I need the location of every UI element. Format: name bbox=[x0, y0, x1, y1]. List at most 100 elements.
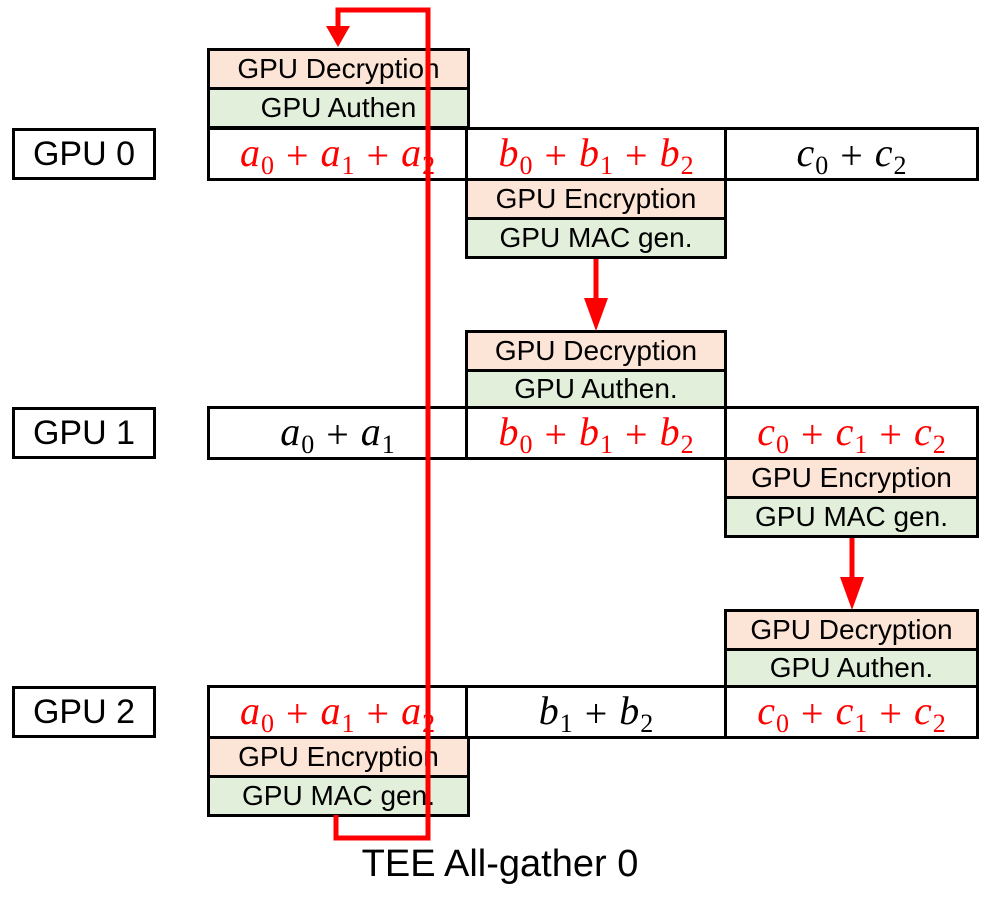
term-subscript: 0 bbox=[260, 709, 274, 738]
term-variable: b bbox=[538, 688, 559, 733]
gpu-1-label: GPU 1 bbox=[12, 407, 156, 459]
term-variable: a bbox=[401, 130, 422, 175]
term-subscript: 0 bbox=[260, 151, 274, 180]
term-subscript: 2 bbox=[680, 430, 694, 459]
plus-operator: + bbox=[326, 411, 349, 457]
gpu-1-encryption-label: GPU Encryption bbox=[751, 462, 952, 493]
gpu-1-mac-gen-label: GPU MAC gen. bbox=[755, 501, 948, 532]
term-variable: b bbox=[619, 688, 640, 733]
gpu-2-chunk-b: b1+b2 bbox=[465, 685, 727, 739]
plus-operator: + bbox=[285, 690, 309, 736]
term-subscript: 0 bbox=[815, 151, 829, 180]
plus-operator: + bbox=[801, 690, 824, 736]
chunk-term: b1 bbox=[579, 129, 613, 181]
term-subscript: 1 bbox=[600, 151, 613, 180]
gpu-1-mac-gen: GPU MAC gen. bbox=[724, 496, 979, 538]
gpu-1-authen: GPU Authen. bbox=[465, 369, 727, 409]
plus-operator: + bbox=[625, 132, 648, 178]
gpu-2-label: GPU 2 bbox=[12, 686, 156, 738]
term-variable: c bbox=[835, 409, 854, 454]
gpu-2-encryption-label: GPU Encryption bbox=[238, 741, 439, 772]
gpu-1-decryption-label: GPU Decryption bbox=[494, 335, 698, 366]
chunk-term: a0 bbox=[240, 129, 274, 181]
chunk-term: c1 bbox=[836, 408, 868, 460]
term-variable: c bbox=[796, 130, 815, 175]
chunk-term: c1 bbox=[836, 687, 868, 739]
term-subscript: 1 bbox=[559, 709, 573, 738]
chunk-term: a2 bbox=[401, 687, 435, 739]
term-variable: b bbox=[659, 409, 680, 454]
term-variable: a bbox=[239, 130, 260, 175]
term-subscript: 0 bbox=[776, 709, 790, 738]
term-subscript: 2 bbox=[893, 151, 907, 180]
gpu-1-label-text: GPU 1 bbox=[32, 413, 136, 452]
gpu-2-authen-label: GPU Authen. bbox=[769, 652, 934, 683]
gpu-1-chunk-a: a 0 + a1 bbox=[207, 406, 468, 460]
chunk-term: c0 bbox=[757, 408, 789, 460]
gpu-0-encryption-label: GPU Encryption bbox=[495, 183, 697, 214]
term-variable: a bbox=[239, 688, 260, 733]
plus-operator: + bbox=[544, 132, 567, 178]
gpu-0-authen: GPU Authen bbox=[207, 87, 470, 129]
term-subscript: 1 bbox=[341, 151, 355, 180]
chunk-term: a1 bbox=[321, 129, 355, 181]
gpu-2-encryption: GPU Encryption bbox=[207, 736, 470, 778]
chunk-term: b0 bbox=[498, 408, 532, 460]
plus-operator: + bbox=[285, 132, 309, 178]
wraparound-arrowhead bbox=[326, 26, 350, 47]
chunk-term: c0 bbox=[796, 129, 828, 181]
term-subscript: 2 bbox=[932, 430, 946, 459]
term-variable: c bbox=[835, 688, 854, 733]
gpu-2-chunk-c: c0+c1+c2 bbox=[724, 685, 979, 739]
term-variable: a bbox=[320, 688, 341, 733]
term-subscript: 2 bbox=[680, 151, 694, 180]
gpu-1-encryption: GPU Encryption bbox=[724, 457, 979, 499]
chunk-term: b1 bbox=[539, 687, 573, 739]
plus-operator: + bbox=[366, 690, 390, 736]
term-variable: b bbox=[498, 409, 519, 454]
plus-operator: + bbox=[625, 411, 648, 457]
term-subscript: 1 bbox=[600, 430, 613, 459]
chunk-term: c0 bbox=[757, 687, 789, 739]
term-subscript: 0 bbox=[519, 151, 533, 180]
gpu-2-authen: GPU Authen. bbox=[724, 648, 979, 688]
term-subscript: 2 bbox=[422, 151, 436, 180]
gpu-0-chunk-a: a0+a1+a2 bbox=[207, 127, 468, 181]
gpu-0-decryption-label: GPU Decryption bbox=[237, 53, 440, 84]
gpu-0-mac-gen: GPU MAC gen. bbox=[465, 217, 727, 259]
chunk-term: b2 bbox=[660, 129, 694, 181]
chunk-term: c2 bbox=[914, 408, 946, 460]
gpu-0-decryption: GPU Decryption bbox=[207, 48, 470, 90]
term-variable: b bbox=[659, 130, 680, 175]
term-subscript: 1 bbox=[854, 709, 868, 738]
chunk-term: b2 bbox=[660, 408, 694, 460]
chunk-term: b1 bbox=[579, 408, 613, 460]
diagram-caption: TEE All-gather 0 bbox=[361, 843, 639, 885]
term-variable: a bbox=[360, 409, 381, 454]
chunk-term: a1 bbox=[361, 408, 395, 460]
gpu-0-encryption: GPU Encryption bbox=[465, 178, 727, 220]
gpu-1-authen-label: GPU Authen. bbox=[514, 373, 678, 404]
chunk-term: b0 bbox=[498, 129, 532, 181]
plus-operator: + bbox=[544, 411, 567, 457]
gpu-2-decryption: GPU Decryption bbox=[724, 609, 979, 651]
term-variable: c bbox=[757, 409, 776, 454]
term-subscript: 1 bbox=[341, 709, 355, 738]
chunk-term: b2 bbox=[619, 687, 653, 739]
plus-operator: + bbox=[366, 132, 390, 178]
term-subscript: 0 bbox=[301, 430, 315, 459]
term-subscript: 2 bbox=[640, 709, 654, 738]
term-subscript: 1 bbox=[381, 430, 395, 459]
plus-operator: + bbox=[879, 690, 902, 736]
term-subscript: 0 bbox=[519, 430, 533, 459]
chunk-term: c2 bbox=[875, 129, 907, 181]
gpu-2-label-text: GPU 2 bbox=[32, 692, 136, 731]
gpu1-to-gpu2-arrowhead bbox=[840, 577, 864, 610]
term-variable: a bbox=[320, 130, 341, 175]
gpu-0-mac-gen-label: GPU MAC gen. bbox=[499, 222, 693, 253]
term-variable: b bbox=[579, 409, 599, 454]
term-subscript: 2 bbox=[932, 709, 946, 738]
gpu-1-decryption: GPU Decryption bbox=[465, 330, 727, 372]
gpu-0-chunk-c: c0+c2 bbox=[724, 127, 979, 181]
chunk-term: a2 bbox=[401, 129, 435, 181]
